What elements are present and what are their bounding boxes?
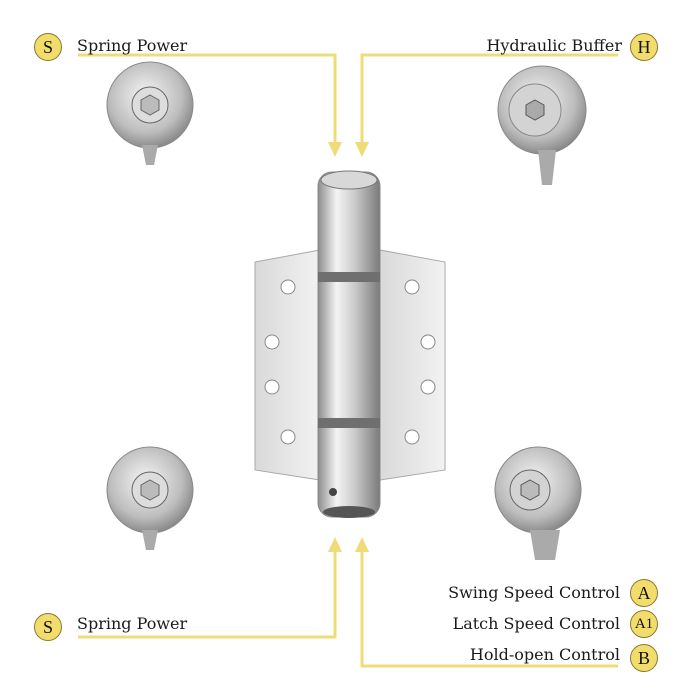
swing-speed-badge: A <box>630 579 658 607</box>
latch-speed-label: Latch Speed Control <box>452 614 620 633</box>
arrow-heads <box>328 142 369 552</box>
spring-power-bottom-badge: S <box>34 613 62 641</box>
hydraulic-buffer-label: Hydraulic Buffer <box>486 36 622 55</box>
dial-swing-bottom <box>494 446 582 560</box>
hydraulic-buffer-badge: H <box>630 33 658 61</box>
spring-power-label: Spring Power <box>77 36 188 55</box>
hinge-leaf-right <box>379 249 446 481</box>
spring-power-bottom-label: Spring Power <box>77 614 188 633</box>
latch-speed-badge: A1 <box>630 610 658 638</box>
callout-lines <box>78 53 618 668</box>
swing-speed-label: Swing Speed Control <box>448 583 620 602</box>
hinge-barrel <box>317 170 381 518</box>
dial-spring-bottom <box>106 446 194 550</box>
dial-spring-top <box>106 61 194 165</box>
hold-open-badge: B <box>630 644 658 672</box>
hinge-leaf-left <box>254 249 321 481</box>
hold-open-label: Hold-open Control <box>469 645 620 664</box>
spring-power-badge: S <box>34 33 62 61</box>
dial-hydraulic-top <box>497 65 587 185</box>
